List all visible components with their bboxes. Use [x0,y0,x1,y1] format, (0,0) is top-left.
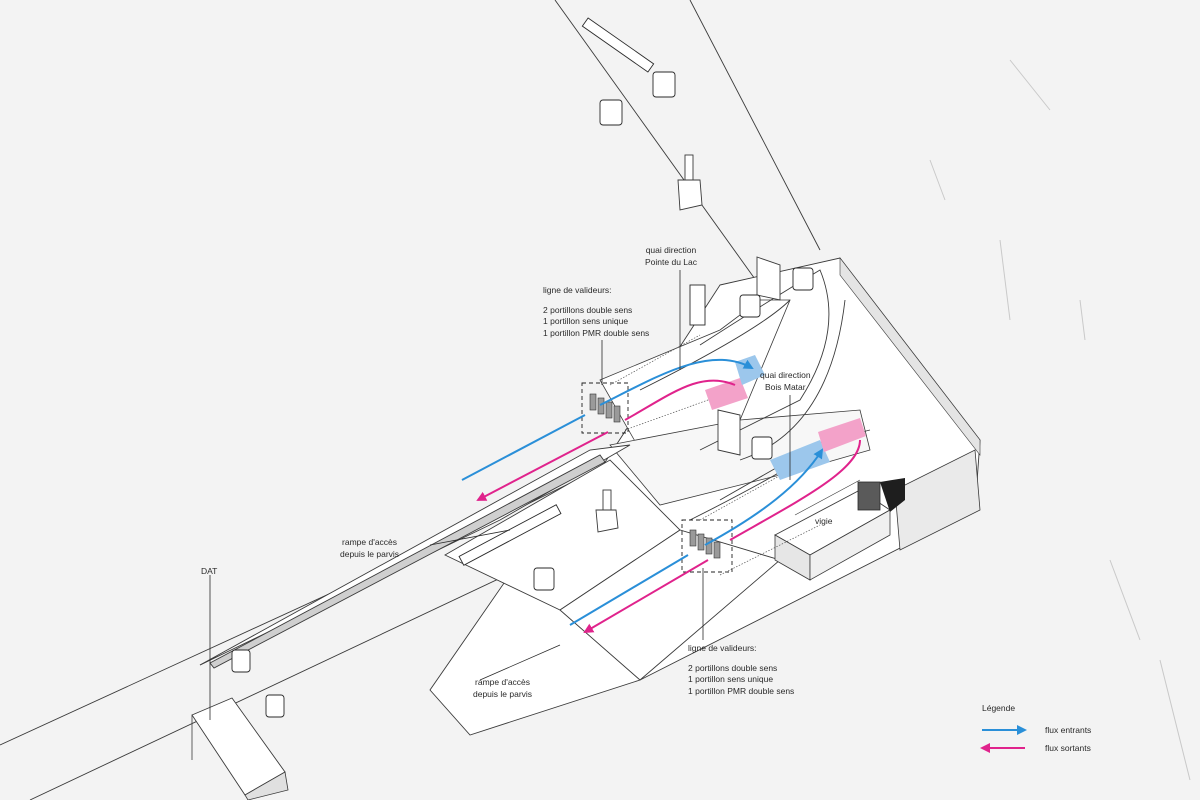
quai-pointe-label: quai direction Pointe du Lac [645,245,697,268]
quai-pointe-line1: quai direction [645,245,697,255]
quai-bois-label: quai direction Bois Matar [760,370,811,393]
vigie-building [774,478,905,581]
upper-deck [599,299,871,506]
gondola-cabins [231,17,814,718]
rampe-top-line2: depuis le parvis [340,548,400,559]
legend-sortants: flux sortants [1045,743,1091,753]
ramps [199,444,781,681]
flow-sortant-bottom [585,439,861,632]
quai-bois-line2: Bois Matar [764,381,806,392]
dat-building [191,697,289,800]
validators-bottom [681,519,733,573]
flow-entrant-top [461,360,752,481]
validators-bottom-label: ligne de valideurs: 2 portillons double … [688,643,794,697]
leader-lines [209,270,791,720]
legend-title: Légende [982,703,1016,713]
validators-bottom-line1: 2 portillons double sens [688,662,778,673]
rampe-top-label: rampe d'accès depuis le parvis [340,537,399,560]
legend-entrants: flux entrants [1045,725,1092,735]
flow-entrant-bottom [569,450,822,626]
validators-top-line2: 1 portillon sens unique [543,316,629,326]
validators-bottom-title: ligne de valideurs: [688,643,757,653]
rampe-bottom-line1: rampe d'accès [475,677,531,687]
validators-top-line3: 1 portillon PMR double sens [543,327,650,338]
flow-sortant-top [478,379,736,500]
vigie-label: vigie [815,516,833,526]
validators-top-line1: 2 portillons double sens [543,304,633,315]
flows-bottom [569,439,861,632]
validators-bottom-line2: 1 portillon sens unique [688,674,774,684]
rampe-bottom-label: rampe d'accès depuis le parvis [473,677,532,700]
terrain [929,59,1191,781]
rampe-bottom-line2: depuis le parvis [473,688,533,699]
quai-bois-line1: quai direction [760,370,811,380]
validators-bottom-line3: 1 portillon PMR double sens [688,685,795,696]
pylons [595,154,781,533]
rampe-top-line1: rampe d'accès [342,537,398,547]
validators-top-title: ligne de valideurs: [543,285,612,295]
validators-top-label: ligne de valideurs: 2 portillons double … [543,285,649,339]
dat-label: DAT [201,566,218,576]
legend-arrows [980,725,1027,753]
quai-pointe-line2: Pointe du Lac [645,256,697,267]
flows-top [461,360,752,500]
